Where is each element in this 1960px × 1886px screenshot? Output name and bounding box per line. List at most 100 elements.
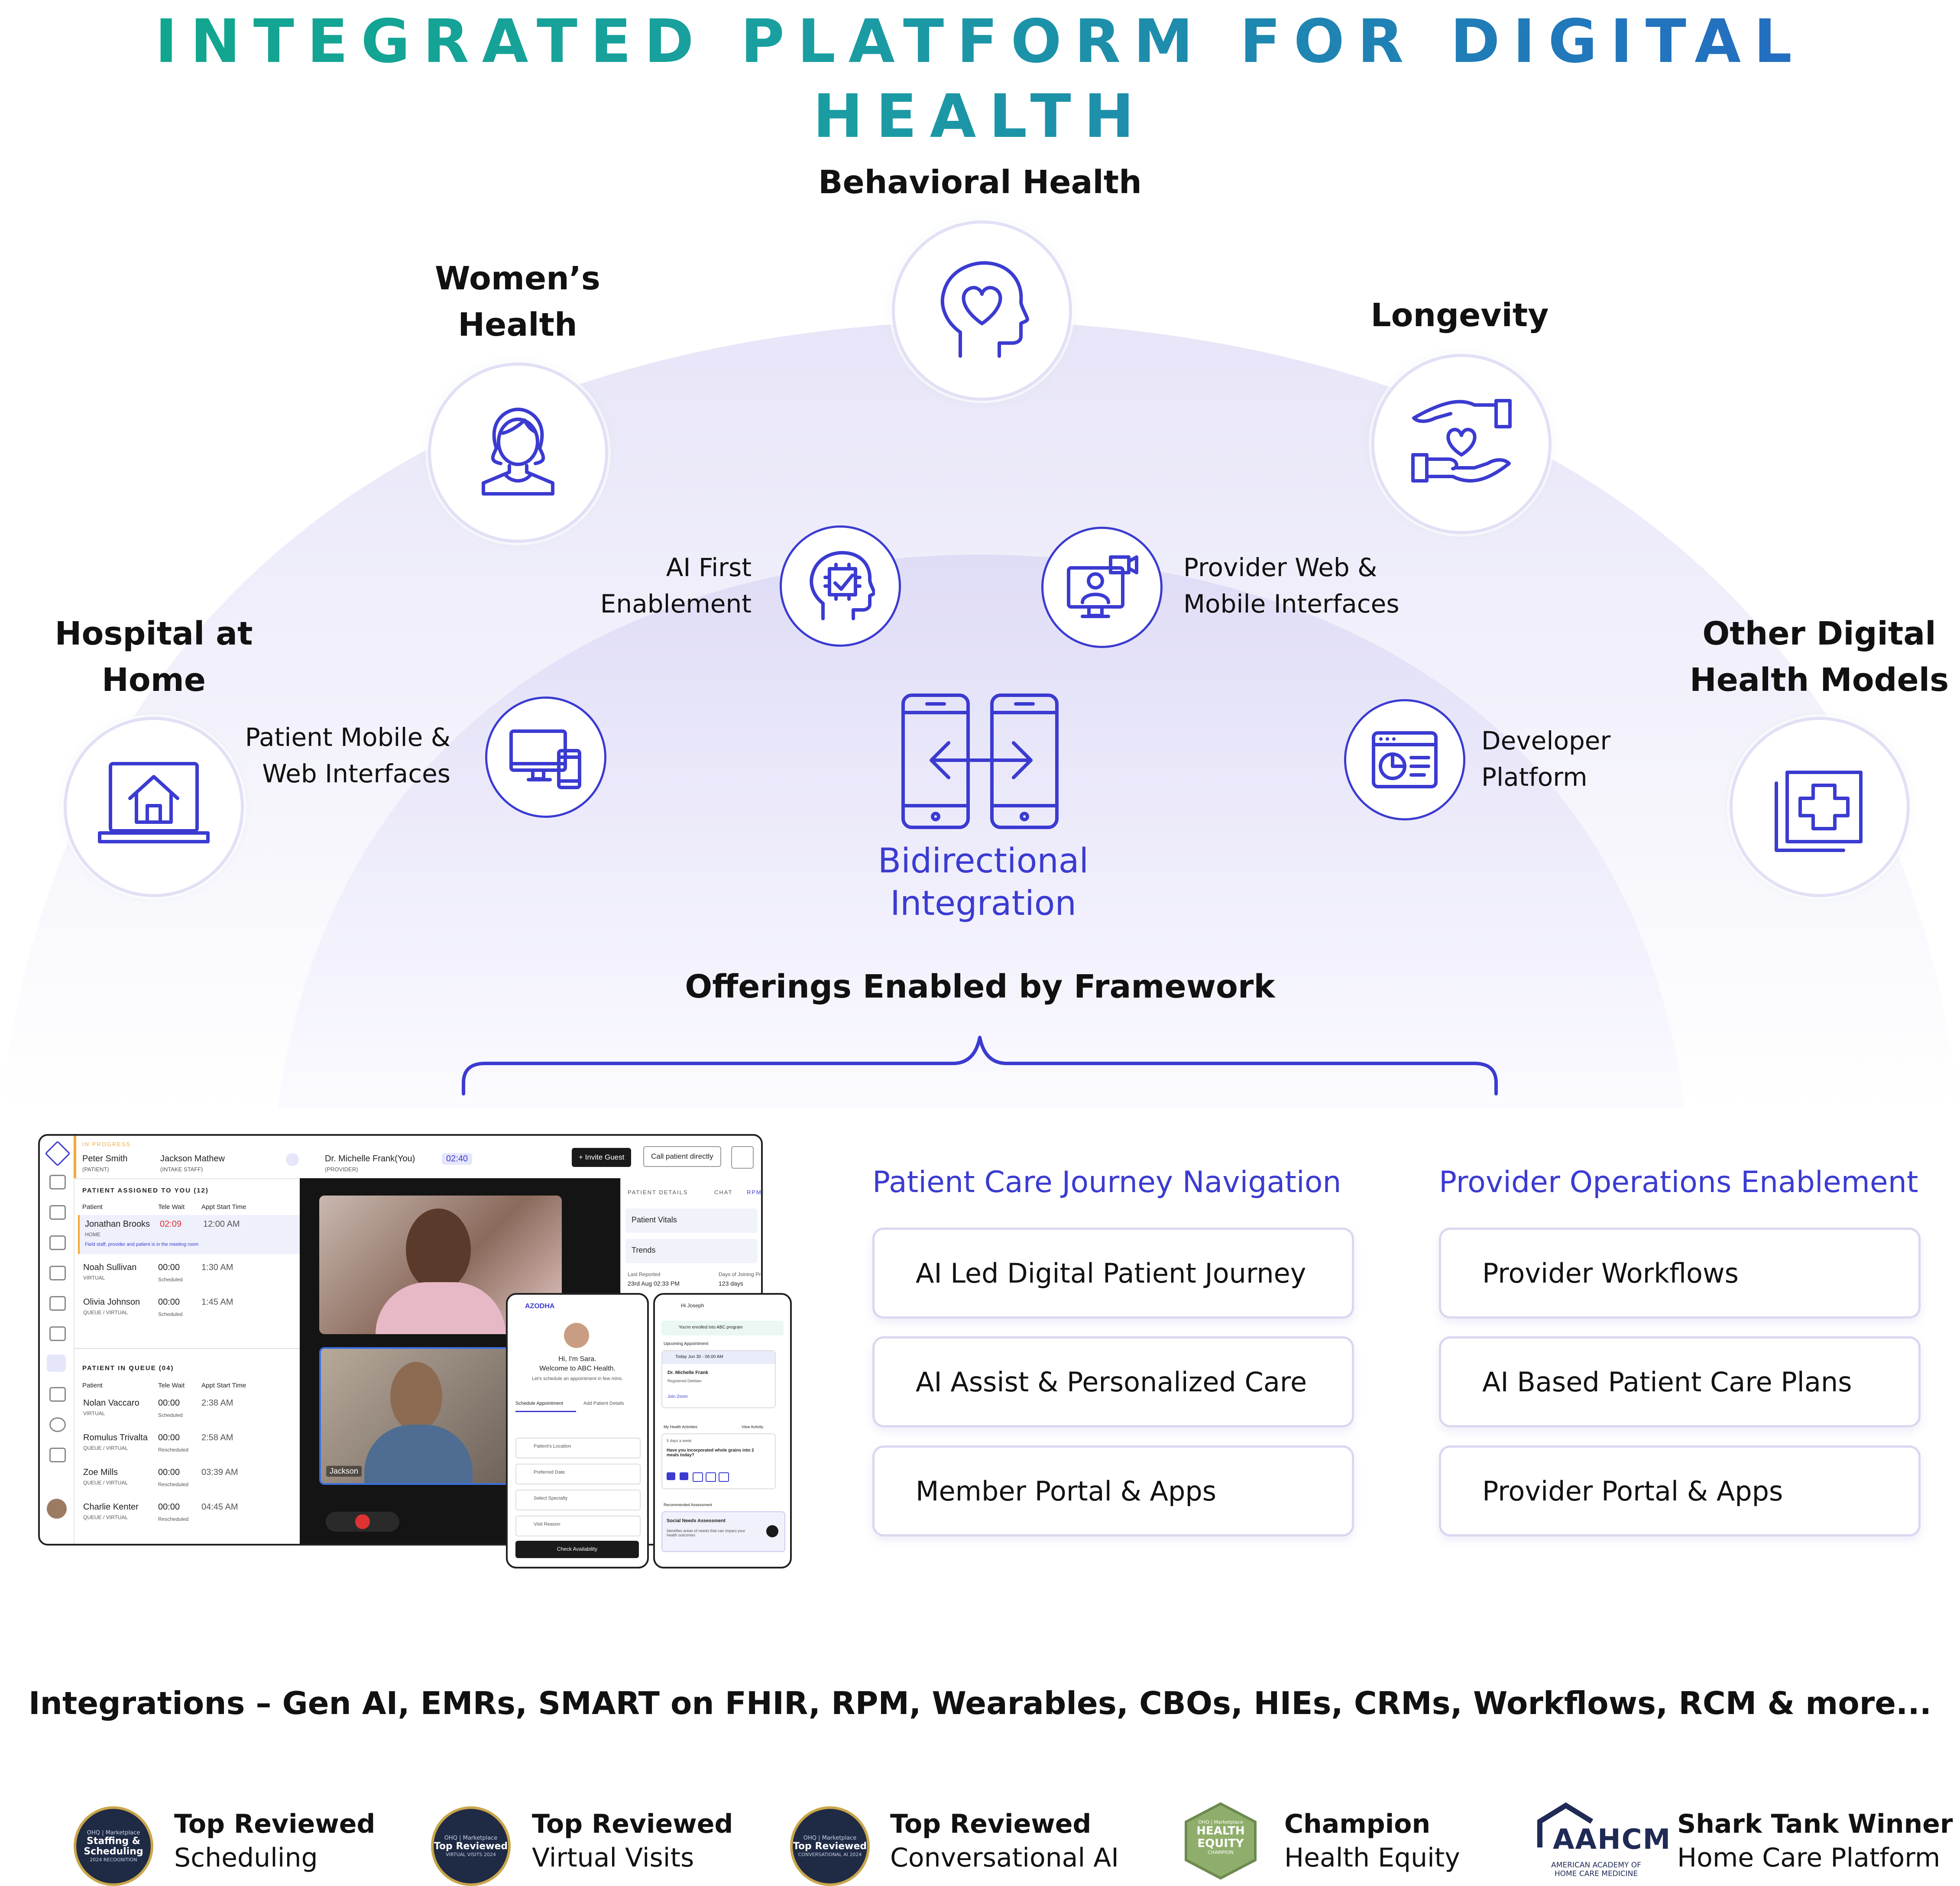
other-digital-health-label: Other Digital Health Models xyxy=(1672,611,1960,704)
call-controls[interactable] xyxy=(326,1512,399,1532)
assessment-card[interactable]: Social Needs Assessment Identifies areas… xyxy=(661,1511,785,1552)
table-row[interactable]: Romulus Trivalta QUEUE / VIRTUAL 00:00 R… xyxy=(78,1429,316,1464)
patient-name: Romulus Trivalta xyxy=(83,1433,148,1442)
col-header: Tele Wait xyxy=(158,1382,185,1389)
patient-mobile-web-label: Patient Mobile & Web Interfaces xyxy=(243,719,450,792)
visit-status: Rescheduled xyxy=(158,1516,189,1522)
patient-name: Olivia Johnson xyxy=(83,1297,140,1307)
table-row[interactable]: Charlie Kenter QUEUE / VIRTUAL 00:00 Res… xyxy=(78,1499,316,1533)
status-bar xyxy=(74,1136,76,1178)
table-row[interactable]: Zoe Mills QUEUE / VIRTUAL 00:00 Reschedu… xyxy=(78,1464,316,1499)
page-title: INTEGRATED PLATFORM FOR DIGITAL HEALTH xyxy=(0,4,1960,154)
provider-workflows-box: Provider Workflows xyxy=(1439,1228,1921,1319)
bell-icon[interactable] xyxy=(731,1146,754,1169)
label-line: Patient Mobile & xyxy=(245,723,450,752)
integrations-line: Integrations – Gen AI, EMRs, SMART on FH… xyxy=(28,1685,1932,1721)
award-conversational: Top Reviewed Conversational AI xyxy=(890,1807,1119,1875)
box-label: AI Led Digital Patient Journey xyxy=(916,1257,1306,1289)
appt-time: 1:30 AM xyxy=(201,1263,233,1272)
appt-time: 1:45 AM xyxy=(201,1297,233,1307)
col-header: Appt Start Time xyxy=(201,1382,246,1389)
ai-first-circle xyxy=(780,525,901,647)
box-label: AI Based Patient Care Plans xyxy=(1482,1366,1852,1398)
thumb-icon[interactable] xyxy=(706,1472,716,1482)
arrow-right-icon[interactable] xyxy=(766,1525,778,1537)
label-line: Web Interfaces xyxy=(262,759,450,789)
view-activity-link[interactable]: View Activity xyxy=(742,1425,763,1429)
appointment-card[interactable]: Today Jun 30 - 06:00 AM Dr. Michelle Fra… xyxy=(661,1350,776,1408)
call-status: IN PROGRESS xyxy=(82,1141,131,1147)
tab-indicator xyxy=(515,1411,576,1412)
section-label: Upcoming Appointment xyxy=(664,1342,709,1346)
trends-accordion[interactable]: Trends xyxy=(625,1239,758,1263)
end-call-icon[interactable] xyxy=(355,1514,370,1529)
tab-rpm[interactable]: RPM xyxy=(747,1189,762,1196)
join-zoom-link[interactable]: Join Zoom xyxy=(667,1394,688,1399)
call-patient-button[interactable]: Call patient directly xyxy=(643,1146,721,1167)
thumb-icon[interactable] xyxy=(693,1472,703,1482)
video-visit-icon[interactable] xyxy=(47,1355,66,1372)
rating-thumbs-icon[interactable] xyxy=(667,1472,732,1482)
label-line: Developer xyxy=(1481,726,1611,755)
visit-status: Rescheduled xyxy=(158,1481,189,1487)
location-field[interactable]: Patient's Location xyxy=(515,1438,641,1458)
badge-text-wrap: OHQ | Marketplace HEALTH EQUITY CHAMPION xyxy=(1183,1819,1258,1855)
date-field[interactable]: Preferred Date xyxy=(515,1464,641,1484)
person-image xyxy=(376,1282,505,1334)
days-value: 123 days xyxy=(719,1280,743,1287)
reports-icon[interactable] xyxy=(49,1326,66,1341)
vitals-accordion[interactable]: Patient Vitals xyxy=(625,1209,758,1233)
assistant-avatar xyxy=(564,1323,589,1348)
participant-role: (PATIENT) xyxy=(82,1166,109,1173)
label-line: Behavioral Health xyxy=(818,164,1142,201)
reason-field[interactable]: Visit Reason xyxy=(515,1516,641,1536)
tab-patient-details[interactable]: PATIENT DETAILS xyxy=(628,1189,688,1196)
table-row[interactable]: Olivia Johnson QUEUE / VIRTUAL 00:00 Sch… xyxy=(78,1293,316,1328)
hands-heart-icon xyxy=(1411,399,1512,483)
icon-rail xyxy=(40,1136,75,1544)
box-label: Member Portal & Apps xyxy=(916,1475,1217,1507)
other-digital-health-circle xyxy=(1730,717,1910,897)
check-availability-button[interactable]: Check Availability xyxy=(515,1541,639,1558)
thumb-icon[interactable] xyxy=(719,1472,729,1482)
field-placeholder: Select Specialty xyxy=(534,1496,568,1501)
location-icon[interactable] xyxy=(49,1417,66,1432)
aahcm-house-logo-icon xyxy=(1537,1802,1594,1847)
table-row[interactable]: Jonathan Brooks HOME 02:09 12:00 AM Fiel… xyxy=(78,1215,318,1254)
specialty-field[interactable]: Select Specialty xyxy=(515,1490,641,1510)
calendar-icon[interactable] xyxy=(49,1205,66,1220)
ai-led-journey-box: AI Led Digital Patient Journey xyxy=(872,1228,1354,1319)
badge-text: Staffing & Scheduling xyxy=(84,1835,143,1857)
thumb-icon[interactable] xyxy=(680,1472,688,1480)
patient-name: Noah Sullivan xyxy=(83,1263,137,1272)
phone-icon[interactable] xyxy=(286,1153,299,1166)
label-line: Home xyxy=(101,661,206,699)
thumb-icon[interactable] xyxy=(667,1472,675,1480)
schedule-icon[interactable] xyxy=(49,1235,66,1250)
activity-card[interactable]: 5 days a week Have you incorporated whol… xyxy=(661,1433,776,1489)
avatar[interactable] xyxy=(47,1499,67,1519)
tab-chat[interactable]: CHAT xyxy=(714,1189,733,1196)
invite-guest-button[interactable]: + Invite Guest xyxy=(572,1148,632,1167)
chat-icon[interactable] xyxy=(49,1448,66,1462)
greeting-text: Hi, I'm Sara. xyxy=(558,1355,596,1363)
womens-health-label: Women’s Health xyxy=(398,256,637,349)
tab-schedule[interactable]: Schedule Appointment xyxy=(515,1401,564,1406)
participant-name: Peter Smith xyxy=(82,1154,128,1163)
badge-text: VIRTUAL VISITS 2024 xyxy=(446,1852,496,1858)
tab-add-details[interactable]: Add Patient Details xyxy=(583,1401,624,1406)
user-icon[interactable] xyxy=(49,1175,66,1189)
group-icon[interactable] xyxy=(49,1296,66,1311)
award-badge-aahcm: AAHCM AMERICAN ACADEMY OF HOME CARE MEDI… xyxy=(1536,1802,1670,1878)
table-row[interactable]: Nolan Vaccaro VIRTUAL 00:00 Scheduled 2:… xyxy=(78,1395,316,1429)
clipboard-icon[interactable] xyxy=(49,1387,66,1402)
doctor-role: Registered Dietitian xyxy=(667,1379,702,1383)
activity-question: Have you incorporated whole grains into … xyxy=(667,1448,754,1458)
label-line: Enablement xyxy=(600,589,752,619)
notes-icon[interactable] xyxy=(49,1266,66,1280)
table-row[interactable]: Noah Sullivan VIRTUAL 00:00 Scheduled 1:… xyxy=(78,1258,316,1293)
award-badge-conversational: OHQ | Marketplace Top Reviewed CONVERSAT… xyxy=(790,1806,870,1886)
banner-text: You're enrolled into ABC program xyxy=(679,1325,743,1330)
appt-time: Today Jun 30 - 06:00 AM xyxy=(675,1355,723,1359)
ai-assist-box: AI Assist & Personalized Care xyxy=(872,1336,1354,1427)
